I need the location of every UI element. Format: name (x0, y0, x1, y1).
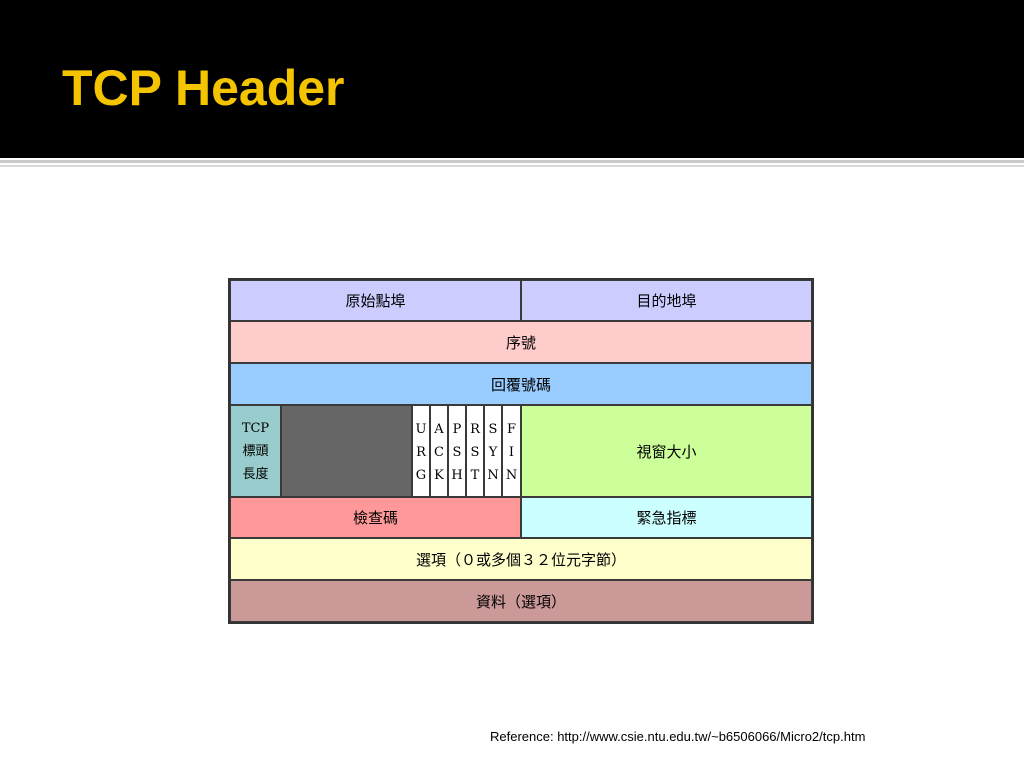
header-length-line: 長度 (242, 466, 269, 482)
flag-letter: R (416, 444, 426, 460)
header-length-line: 標頭 (242, 443, 269, 459)
flag-letter: C (434, 444, 444, 460)
flag-letter: S (488, 421, 498, 437)
flag-letter: T (470, 467, 480, 483)
header-length-line: TCP (241, 420, 270, 436)
flag-letter: S (470, 444, 480, 460)
flag-letter: S (452, 444, 462, 460)
urgent-pointer-field: 緊急指標 (521, 497, 812, 538)
flag-fin: F I N (502, 405, 521, 497)
options-label: 選項（０或多個３２位元字節） (415, 550, 626, 569)
ack-number-field: 回覆號碼 (230, 363, 812, 405)
flag-syn: S Y N (484, 405, 502, 497)
urgent-pointer-label: 緊急指標 (636, 509, 697, 527)
flag-letter: F (506, 421, 517, 437)
flag-urg: U R G (412, 405, 430, 497)
title-bar (0, 0, 1024, 158)
window-size-field: 視窗大小 (521, 405, 812, 497)
flag-letter: P (452, 421, 462, 437)
options-field: 選項（０或多個３２位元字節） (230, 538, 812, 580)
reference-text: Reference: http://www.csie.ntu.edu.tw/~b… (490, 729, 866, 744)
header-length-field: TCP 標頭 長度 (230, 405, 281, 497)
flag-letter: N (487, 467, 499, 483)
flag-letter: H (451, 467, 463, 483)
ack-number-label: 回覆號碼 (490, 375, 551, 394)
slide-title: TCP Header (62, 60, 345, 116)
checksum-field: 檢查碼 (230, 497, 521, 538)
source-port-field: 原始點埠 (230, 280, 521, 321)
flag-letter: N (505, 467, 518, 483)
flag-letter: K (434, 467, 444, 483)
source-port-label: 原始點埠 (345, 292, 406, 310)
sequence-number-field: 序號 (230, 321, 812, 363)
flag-letter: R (470, 421, 480, 437)
title-divider (0, 160, 1024, 163)
flag-psh: P S H (448, 405, 466, 497)
data-field: 資料（選項） (230, 580, 812, 622)
data-label: 資料（選項） (475, 592, 566, 611)
window-size-label: 視窗大小 (636, 442, 697, 461)
dest-port-label: 目的地埠 (636, 292, 697, 310)
dest-port-field: 目的地埠 (521, 280, 812, 321)
sequence-number-label: 序號 (505, 333, 536, 352)
flag-rst: R S T (466, 405, 484, 497)
reserved-field (281, 405, 412, 497)
tcp-header-diagram: 原始點埠 目的地埠 序號 回覆號碼 TCP 標頭 長度 U R G A C K … (228, 278, 814, 624)
flag-letter: I (508, 444, 515, 460)
title-divider-secondary (0, 165, 1024, 167)
flag-letter: A (434, 421, 444, 437)
flag-letter: G (415, 467, 427, 483)
flag-ack: A C K (430, 405, 448, 497)
checksum-label: 檢查碼 (352, 509, 398, 527)
flag-letter: U (415, 421, 427, 437)
flag-letter: Y (488, 444, 498, 460)
